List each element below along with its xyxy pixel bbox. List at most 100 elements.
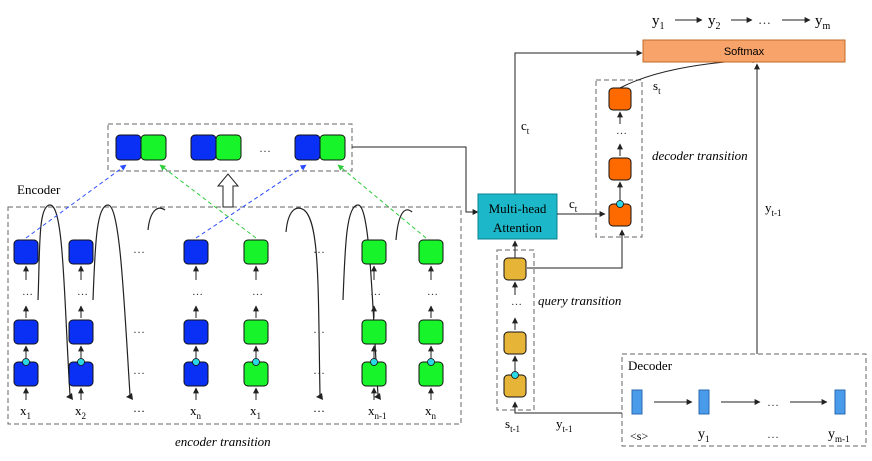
junction-dot (77, 358, 85, 366)
forward-cell (13, 239, 39, 265)
backward-cell (361, 239, 387, 265)
encoder-section: Encoder encoder transition ……………… … … … … (7, 182, 462, 449)
decoder-box (621, 353, 867, 447)
input-label: x1 (250, 403, 261, 421)
concat-to-attention-arrow (352, 146, 479, 215)
encoder-columns: … … … … … … (13, 239, 444, 400)
hollow-up-arrow (216, 173, 240, 208)
vertical-ellipsis: … (22, 286, 33, 298)
vertical-ellipsis: … (252, 286, 263, 298)
decoder-cell (608, 157, 632, 181)
decoder-token-ym1: ym-1 (828, 427, 850, 444)
forward-cell (68, 239, 94, 265)
arc-3 (147, 207, 166, 231)
forward-cell (68, 319, 94, 345)
decoder-cells: … (608, 87, 632, 227)
arc-6 (395, 209, 413, 241)
ellipsis: … (313, 242, 325, 256)
prev-output-label-bottom: yt-1 (556, 416, 573, 434)
context-label-lower: ct (569, 196, 578, 214)
query-cell (503, 331, 527, 355)
forward-cell (183, 239, 209, 265)
backward-cell (243, 239, 269, 265)
query-cell (503, 257, 527, 281)
encoder-arc-heads (66, 393, 381, 400)
concat-forward-cell (190, 134, 217, 161)
query-to-decoder-arrow (527, 229, 625, 269)
state-label: st (653, 78, 661, 96)
vertical-ellipsis: … (616, 125, 627, 137)
encoder-arcs (37, 204, 413, 396)
attention-line1: Multi-head (489, 201, 547, 216)
junction-dot (252, 358, 260, 366)
concat-ellipsis: … (259, 141, 271, 155)
softmax-box (642, 39, 846, 63)
input-label: xn (425, 403, 437, 421)
ellipsis: … (133, 322, 145, 336)
encoder-caption: encoder transition (175, 434, 271, 449)
concat-pairs (115, 134, 346, 161)
backward-cell (243, 319, 269, 345)
backward-cell (361, 319, 387, 345)
decoder-label: Decoder (628, 358, 673, 373)
vertical-ellipsis: … (427, 286, 438, 298)
query-section: query transition … st-1 (496, 229, 625, 434)
output-y2: y2 (708, 13, 721, 32)
softmax-section: Softmax y1 y2 … ym (642, 12, 846, 63)
input-labels: x1 x2 xn x1 xn-1 xn … … (20, 401, 437, 421)
vertical-ellipsis: … (77, 286, 88, 298)
junction-dot (511, 371, 519, 379)
attention-box (477, 193, 558, 240)
encoder-label: Encoder (17, 182, 61, 197)
input-label: xn-1 (368, 403, 387, 421)
input-label: x2 (75, 403, 86, 421)
junction-dot (427, 358, 435, 366)
context-label-upper: ct (521, 118, 530, 136)
state-to-softmax-arrow (619, 57, 759, 89)
decoder-transition-section: decoder transition … st (595, 57, 759, 238)
prev-output-label-right: yt-1 (765, 200, 782, 218)
arc-1 (37, 204, 71, 396)
arc-4 (285, 207, 321, 396)
vertical-ellipsis: … (511, 296, 522, 308)
decoder-token-box (631, 389, 643, 415)
ellipsis: … (133, 401, 145, 415)
decoder-cell (608, 87, 632, 111)
junction-dot (192, 358, 200, 366)
concat-backward-cell (215, 134, 242, 161)
input-label: xn (190, 403, 202, 421)
arc-2 (92, 204, 131, 396)
forward-cell (13, 319, 39, 345)
copy-arrows (25, 164, 427, 239)
context-to-softmax-arrow (514, 50, 643, 194)
junction-dot (616, 200, 624, 208)
output-ym: ym (815, 13, 831, 32)
backward-cell (418, 319, 444, 345)
decoder-transition-caption: decoder transition (652, 148, 748, 163)
attention-line2: Attention (493, 220, 543, 235)
query-cells: … (503, 257, 527, 398)
ellipsis: … (313, 322, 325, 336)
decoder-token-ellipsis: … (767, 427, 779, 441)
backward-cell (418, 239, 444, 265)
decoder-section: Decoder … <s> y1 … ym-1 yt-1 yt-1 (512, 63, 867, 447)
decoder-token-box (834, 389, 846, 415)
junction-dot (370, 358, 378, 366)
attention-section: Multi-head Attention ct ct (477, 50, 643, 240)
decoder-token-box (698, 389, 710, 415)
decoder-token-start: <s> (630, 429, 648, 443)
ellipsis: … (133, 363, 145, 377)
decoder-token-y1: y1 (698, 427, 710, 444)
concat-forward-cell (115, 134, 142, 161)
decoder-ellipsis: … (767, 395, 779, 409)
decoder-transition-box (595, 79, 643, 238)
junction-dot (22, 358, 30, 366)
ellipsis: … (313, 401, 325, 415)
concat-backward-cell (319, 134, 346, 161)
ellipsis: … (313, 363, 325, 377)
vertical-ellipsis: … (370, 286, 381, 298)
input-label: x1 (20, 403, 31, 421)
query-caption: query transition (538, 293, 621, 308)
vertical-ellipsis: … (192, 286, 203, 298)
